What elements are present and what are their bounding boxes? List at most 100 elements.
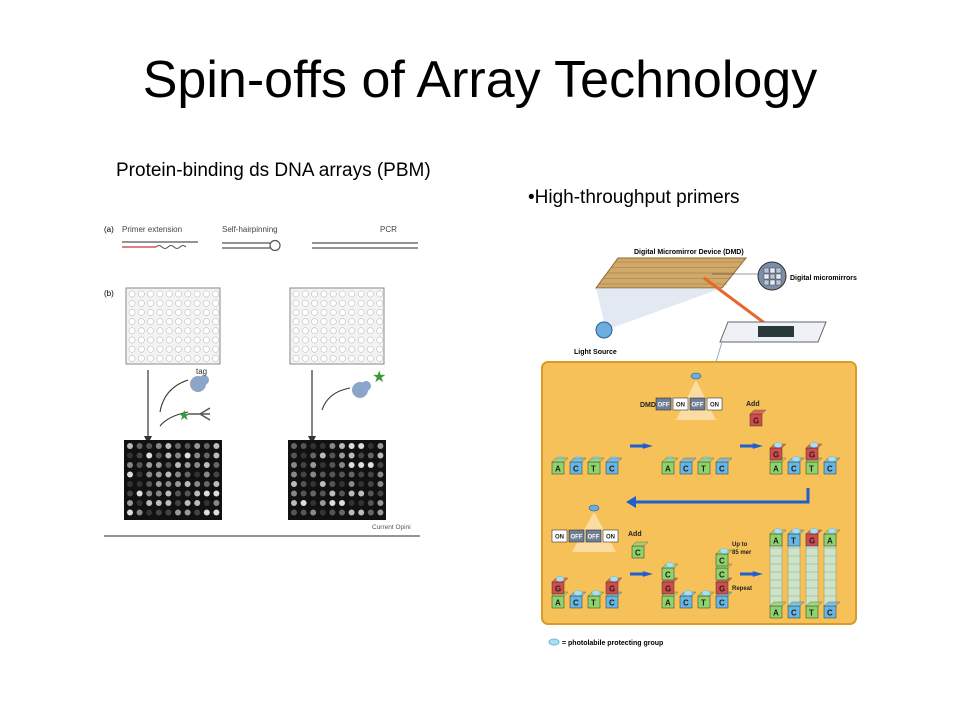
result-spot bbox=[300, 443, 307, 449]
result-spot bbox=[348, 500, 355, 506]
array-spot bbox=[348, 309, 356, 316]
result-spot bbox=[213, 471, 220, 478]
result-spot bbox=[300, 471, 307, 478]
switch-state-label: OFF bbox=[588, 535, 600, 541]
nucleotide-block: C bbox=[715, 457, 733, 475]
array-spot bbox=[193, 345, 201, 353]
result-spot bbox=[291, 471, 297, 478]
result-spot bbox=[203, 481, 210, 487]
array-spot bbox=[175, 299, 182, 307]
nucleotide-letter: C bbox=[719, 599, 725, 608]
array-spot bbox=[367, 299, 374, 307]
array-spot bbox=[193, 336, 201, 344]
array-spot bbox=[357, 336, 365, 344]
result-spot bbox=[291, 500, 297, 506]
array-spot bbox=[311, 336, 318, 344]
array-spot bbox=[311, 299, 318, 307]
result-spot bbox=[184, 481, 191, 487]
array-spot bbox=[128, 336, 136, 344]
result-spot bbox=[194, 481, 201, 487]
array-spot bbox=[301, 309, 309, 316]
nucleotide-letter: T bbox=[809, 465, 814, 474]
array-spot bbox=[156, 327, 164, 335]
result-spot bbox=[329, 500, 336, 506]
array-spot bbox=[367, 355, 374, 362]
result-spot bbox=[184, 509, 191, 516]
result-spot bbox=[175, 500, 181, 506]
array-spot bbox=[212, 318, 219, 325]
result-spot bbox=[319, 462, 326, 468]
step-arrow-4-head bbox=[752, 571, 763, 577]
micromirrors-label: Digital micromirrors bbox=[790, 275, 857, 282]
result-spot bbox=[339, 443, 345, 449]
left-result-spots bbox=[127, 443, 220, 516]
result-spot bbox=[358, 490, 365, 497]
array-spot bbox=[320, 290, 328, 298]
result-spot bbox=[310, 462, 317, 468]
switch-state-label: ON bbox=[676, 403, 685, 409]
protecting-group bbox=[827, 528, 837, 534]
result-spot bbox=[194, 471, 201, 478]
nucleotide-block: A bbox=[661, 457, 679, 475]
switch-state-label: ON bbox=[555, 535, 564, 541]
array-spot bbox=[357, 299, 365, 307]
array-spot bbox=[348, 345, 356, 353]
result-spot bbox=[175, 462, 181, 468]
result-spot bbox=[127, 452, 133, 459]
result-spot bbox=[377, 500, 384, 506]
array-spot bbox=[376, 309, 384, 316]
array-spot bbox=[212, 336, 219, 344]
result-spot bbox=[329, 462, 336, 468]
result-spot bbox=[348, 443, 355, 449]
result-spot bbox=[155, 481, 162, 487]
nucleotide-block: T bbox=[587, 457, 605, 475]
result-spot bbox=[175, 471, 181, 478]
array-spot bbox=[348, 355, 356, 362]
array-spot bbox=[212, 299, 219, 307]
micromirror bbox=[763, 273, 770, 280]
left-result-array bbox=[124, 440, 222, 520]
result-spot bbox=[348, 481, 355, 487]
mirror-on-switch bbox=[602, 529, 619, 543]
array-spot bbox=[156, 290, 164, 298]
result-spot bbox=[377, 509, 384, 516]
nucleotide-letter: G bbox=[809, 451, 815, 460]
result-spot bbox=[310, 452, 317, 459]
array-spot bbox=[203, 336, 210, 344]
nucleotide-letter: C bbox=[573, 465, 579, 474]
array-spot bbox=[329, 309, 337, 316]
result-spot bbox=[377, 462, 384, 468]
result-spot bbox=[175, 481, 181, 487]
array-spot bbox=[339, 327, 346, 335]
slide-connector bbox=[715, 341, 723, 363]
add-step-label: Add bbox=[746, 401, 760, 408]
nucleotide-block: A bbox=[769, 601, 787, 619]
synthesis-area bbox=[758, 326, 794, 337]
result-spot bbox=[291, 481, 297, 487]
array-spot bbox=[147, 318, 154, 325]
micromirror bbox=[763, 279, 770, 286]
array-spot bbox=[320, 355, 328, 362]
nucleotide-letter: C bbox=[791, 465, 797, 474]
repeat-label: Repeat bbox=[732, 586, 752, 592]
nucleotide-letter: T bbox=[701, 599, 706, 608]
nucleotide-block: A bbox=[551, 457, 569, 475]
left-curved-arrow-1 bbox=[159, 379, 189, 413]
result-spot bbox=[136, 509, 143, 516]
array-spot bbox=[329, 290, 337, 298]
protecting-group bbox=[791, 528, 801, 534]
array-spot bbox=[203, 345, 210, 353]
result-spot bbox=[358, 452, 365, 459]
dmd-synthesis-diagram: Digital Micromirror Device (DMD) Digital… bbox=[541, 249, 857, 647]
result-spot bbox=[165, 490, 172, 497]
result-spot bbox=[300, 452, 307, 459]
array-spot bbox=[367, 318, 374, 325]
array-spot bbox=[311, 327, 318, 335]
array-spot bbox=[193, 309, 201, 316]
array-spot bbox=[193, 290, 201, 298]
result-spot bbox=[146, 452, 153, 459]
result-spot bbox=[319, 443, 326, 449]
result-spot bbox=[367, 481, 374, 487]
array-spot bbox=[339, 299, 346, 307]
